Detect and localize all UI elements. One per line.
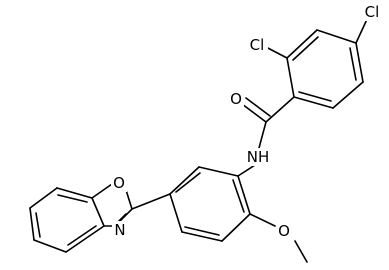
atom-label-carbonyl-o: O bbox=[228, 90, 244, 108]
bond bbox=[258, 121, 267, 149]
bond bbox=[35, 212, 41, 238]
cl-ortho-label: Cl bbox=[250, 36, 265, 54]
dichlorophenyl-ring bbox=[286, 29, 364, 109]
oxazole-n-label: N bbox=[114, 221, 125, 239]
atom-label-cl-para: Cl bbox=[361, 3, 383, 21]
bond bbox=[237, 175, 251, 215]
bond bbox=[91, 197, 105, 227]
bond bbox=[293, 96, 334, 109]
bond bbox=[169, 166, 200, 195]
atom-label-cl-ortho: Cl bbox=[246, 36, 268, 54]
bond bbox=[125, 189, 133, 210]
atom-label-amide-nh: NH bbox=[244, 148, 272, 166]
bond bbox=[316, 29, 357, 44]
bond bbox=[232, 179, 245, 213]
benzo-ring bbox=[29, 187, 105, 253]
bond bbox=[265, 96, 295, 123]
carbonyl-o-label: O bbox=[230, 90, 242, 108]
methoxyphenyl-ring bbox=[169, 166, 251, 242]
bond bbox=[181, 231, 223, 242]
bond bbox=[57, 194, 88, 203]
bond bbox=[56, 187, 93, 199]
bond bbox=[355, 42, 364, 83]
bond bbox=[332, 81, 364, 109]
bond bbox=[237, 164, 256, 177]
methoxy-o-label: O bbox=[278, 222, 290, 240]
bond bbox=[294, 240, 308, 263]
atom-label-methoxy-o: O bbox=[276, 222, 292, 240]
bond bbox=[221, 213, 251, 242]
bond bbox=[298, 91, 332, 102]
bond bbox=[184, 226, 220, 236]
bond bbox=[65, 225, 105, 253]
bond bbox=[169, 193, 183, 233]
bond bbox=[292, 36, 319, 61]
bond bbox=[241, 103, 267, 123]
bond bbox=[249, 213, 276, 227]
bond bbox=[198, 166, 239, 177]
bond bbox=[67, 225, 97, 246]
bond bbox=[91, 183, 113, 199]
bond bbox=[349, 47, 357, 81]
bond bbox=[175, 172, 201, 193]
bond bbox=[131, 193, 171, 210]
oxazole-ring bbox=[91, 183, 133, 227]
oxazole-o-label: O bbox=[113, 174, 125, 192]
atom-label-oxazole-n: N bbox=[112, 221, 128, 239]
bond bbox=[29, 187, 58, 209]
bond bbox=[33, 239, 67, 253]
cl-para-label: Cl bbox=[365, 3, 380, 21]
amide-nh-label: NH bbox=[247, 148, 270, 166]
bond bbox=[29, 207, 35, 241]
atom-label-oxazole-o: O bbox=[111, 174, 127, 192]
bond bbox=[286, 29, 318, 59]
bond bbox=[245, 97, 271, 117]
bond bbox=[286, 57, 295, 98]
